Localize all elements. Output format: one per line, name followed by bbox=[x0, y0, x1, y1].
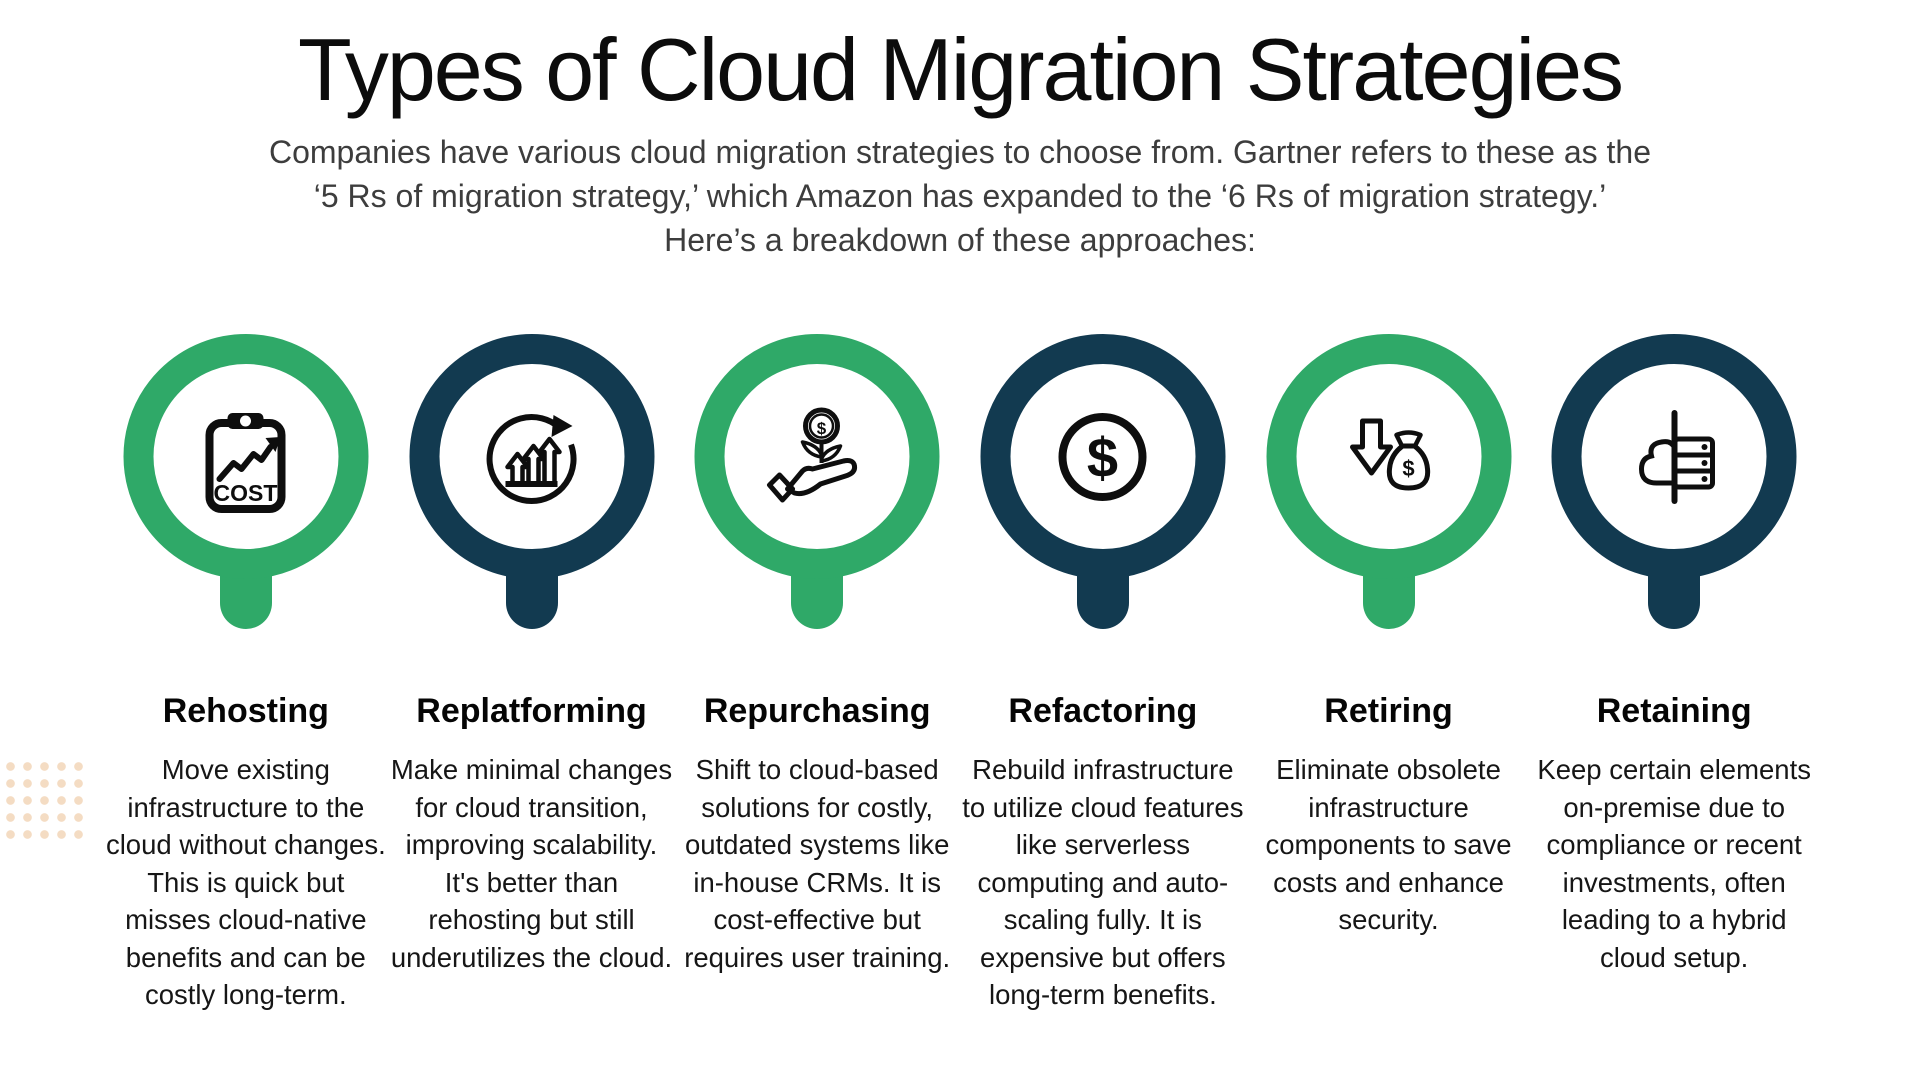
badge-ring: COST bbox=[123, 334, 369, 579]
strategy-column-retiring: $ Retiring Eliminate obsolete infrastruc… bbox=[1246, 334, 1532, 1014]
strategy-description: Keep certain elements on-premise due to … bbox=[1537, 754, 1811, 973]
strategy-title: Replatforming bbox=[416, 692, 647, 730]
strategy-badge bbox=[409, 334, 654, 629]
strategy-badge: $ bbox=[1266, 334, 1512, 629]
strategy-column-repurchasing: $ Repurchasing Shift to cloud-based solu… bbox=[674, 334, 960, 1014]
cloud-server-icon bbox=[1638, 409, 1715, 504]
dollar-circle-icon: $ bbox=[1058, 412, 1147, 501]
badge-ring bbox=[1551, 334, 1797, 579]
strategy-badge: $ bbox=[980, 334, 1226, 629]
subtitle-line: ‘5 Rs of migration strategy,’ which Amaz… bbox=[313, 178, 1607, 214]
strategy-description: Make minimal changes for cloud transitio… bbox=[390, 754, 673, 973]
strategy-badge: COST bbox=[123, 334, 369, 629]
cost-clipboard-icon: COST bbox=[205, 412, 286, 513]
strategy-title: Repurchasing bbox=[703, 692, 931, 730]
strategy-description: Shift to cloud-based solutions for costl… bbox=[684, 754, 951, 973]
page-subtitle: Companies have various cloud migration s… bbox=[0, 130, 1920, 262]
badge-ring bbox=[409, 334, 654, 579]
strategy-badge: $ bbox=[694, 334, 940, 629]
subtitle-line: Companies have various cloud migration s… bbox=[268, 134, 1651, 170]
svg-text:$: $ bbox=[816, 419, 826, 438]
cost-down-moneybag-icon: $ bbox=[1350, 418, 1431, 490]
strategy-column-rehosting: COST Rehosting Move existing infrastruct… bbox=[103, 334, 389, 1014]
strategy-title: Retiring bbox=[1324, 692, 1453, 730]
strategy-column-replatforming: Replatforming Make minimal changes for c… bbox=[389, 334, 675, 1014]
svg-text:$: $ bbox=[1402, 456, 1414, 481]
growth-arrows-cycle-icon bbox=[486, 413, 577, 504]
page-title: Types of Cloud Migration Strategies bbox=[297, 20, 1624, 119]
badge-ring: $ bbox=[694, 334, 940, 579]
decorative-dots-pattern bbox=[2, 758, 90, 846]
strategy-title: Retaining bbox=[1596, 692, 1752, 730]
strategy-title: Rehosting bbox=[162, 692, 329, 730]
strategies-row: COST Rehosting Move existing infrastruct… bbox=[0, 334, 1920, 1014]
badge-ring: $ bbox=[1266, 334, 1512, 579]
strategy-description: Move existing infrastructure to the clou… bbox=[105, 754, 386, 1010]
subtitle-line: Here’s a breakdown of these approaches: bbox=[664, 222, 1256, 258]
svg-text:COST: COST bbox=[214, 480, 278, 506]
strategy-column-retaining: Retaining Keep certain elements on-premi… bbox=[1531, 334, 1817, 1014]
strategy-description: Eliminate obsolete infrastructure compon… bbox=[1265, 754, 1512, 935]
hand-money-plant-icon: $ bbox=[766, 407, 857, 502]
svg-text:$: $ bbox=[1087, 426, 1118, 489]
strategy-description: Rebuild infrastructure to utilize cloud … bbox=[962, 754, 1244, 1010]
badge-ring: $ bbox=[980, 334, 1226, 579]
strategy-badge bbox=[1551, 334, 1797, 629]
strategy-title: Refactoring bbox=[1008, 692, 1198, 730]
strategy-column-refactoring: $ Refactoring Rebuild infrastructure to … bbox=[960, 334, 1246, 1014]
